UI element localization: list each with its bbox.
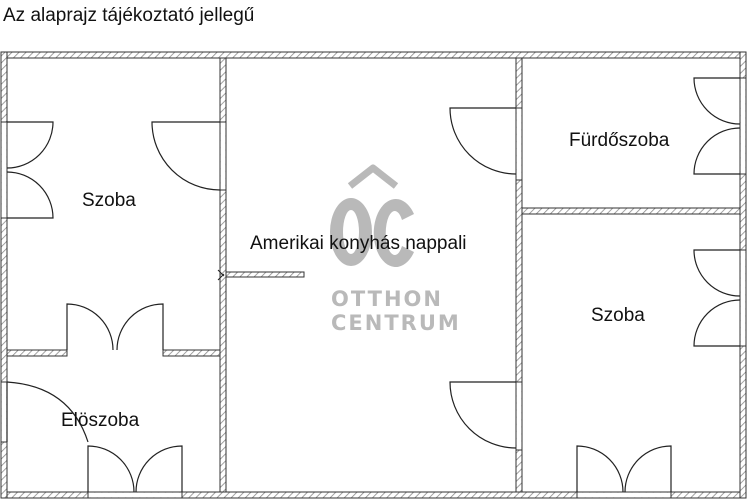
- door-swing: [151, 121, 221, 191]
- room-label-eloszoba: Elöszoba: [61, 410, 140, 431]
- door-swing: [6, 121, 54, 169]
- door-swing: [135, 445, 183, 493]
- wall-openings: [1, 78, 746, 498]
- door-swing: [693, 127, 741, 175]
- door-swing: [576, 445, 624, 493]
- door-swing: [116, 303, 164, 351]
- doors: [6, 77, 741, 493]
- roof-icon: [347, 164, 399, 189]
- outer-wall-top: [0, 51, 747, 59]
- door-swing: [6, 381, 89, 443]
- room-label-szoba-right: Szoba: [591, 305, 645, 326]
- wall-szoba-eloszoba-a: [6, 349, 68, 357]
- room-label-furdoszoba: Fürdőszoba: [569, 130, 670, 151]
- watermark-line1: OTTHON: [331, 287, 443, 311]
- watermark-line2: CENTRUM: [331, 311, 461, 335]
- room-label-nappali: Amerikai konyhás nappali: [250, 233, 467, 254]
- door-swing: [6, 171, 54, 219]
- door-swing: [449, 107, 517, 175]
- door-swing: [87, 445, 135, 493]
- walls: [0, 51, 747, 499]
- wall-right-inner: [515, 57, 523, 493]
- door-swing: [693, 299, 741, 347]
- disclaimer-text: Az alaprajz tájékoztató jellegű: [3, 5, 255, 26]
- door-swing: [693, 249, 741, 297]
- door-swing: [66, 303, 114, 351]
- letter-o-shape: [330, 198, 372, 266]
- room-label-szoba-left: Szoba: [82, 190, 136, 211]
- door-swing: [624, 445, 672, 493]
- letter-c-shape: [373, 198, 414, 267]
- partition-wall: [225, 271, 305, 278]
- opening-edges: [1, 77, 746, 498]
- door-swing: [449, 381, 517, 449]
- watermark-logo: OTTHON CENTRUM: [330, 164, 461, 335]
- wall-furdo-szoba: [521, 207, 741, 215]
- outer-wall-left: [0, 51, 8, 499]
- door-swing: [693, 77, 741, 125]
- wall-szoba-eloszoba-b: [162, 349, 221, 357]
